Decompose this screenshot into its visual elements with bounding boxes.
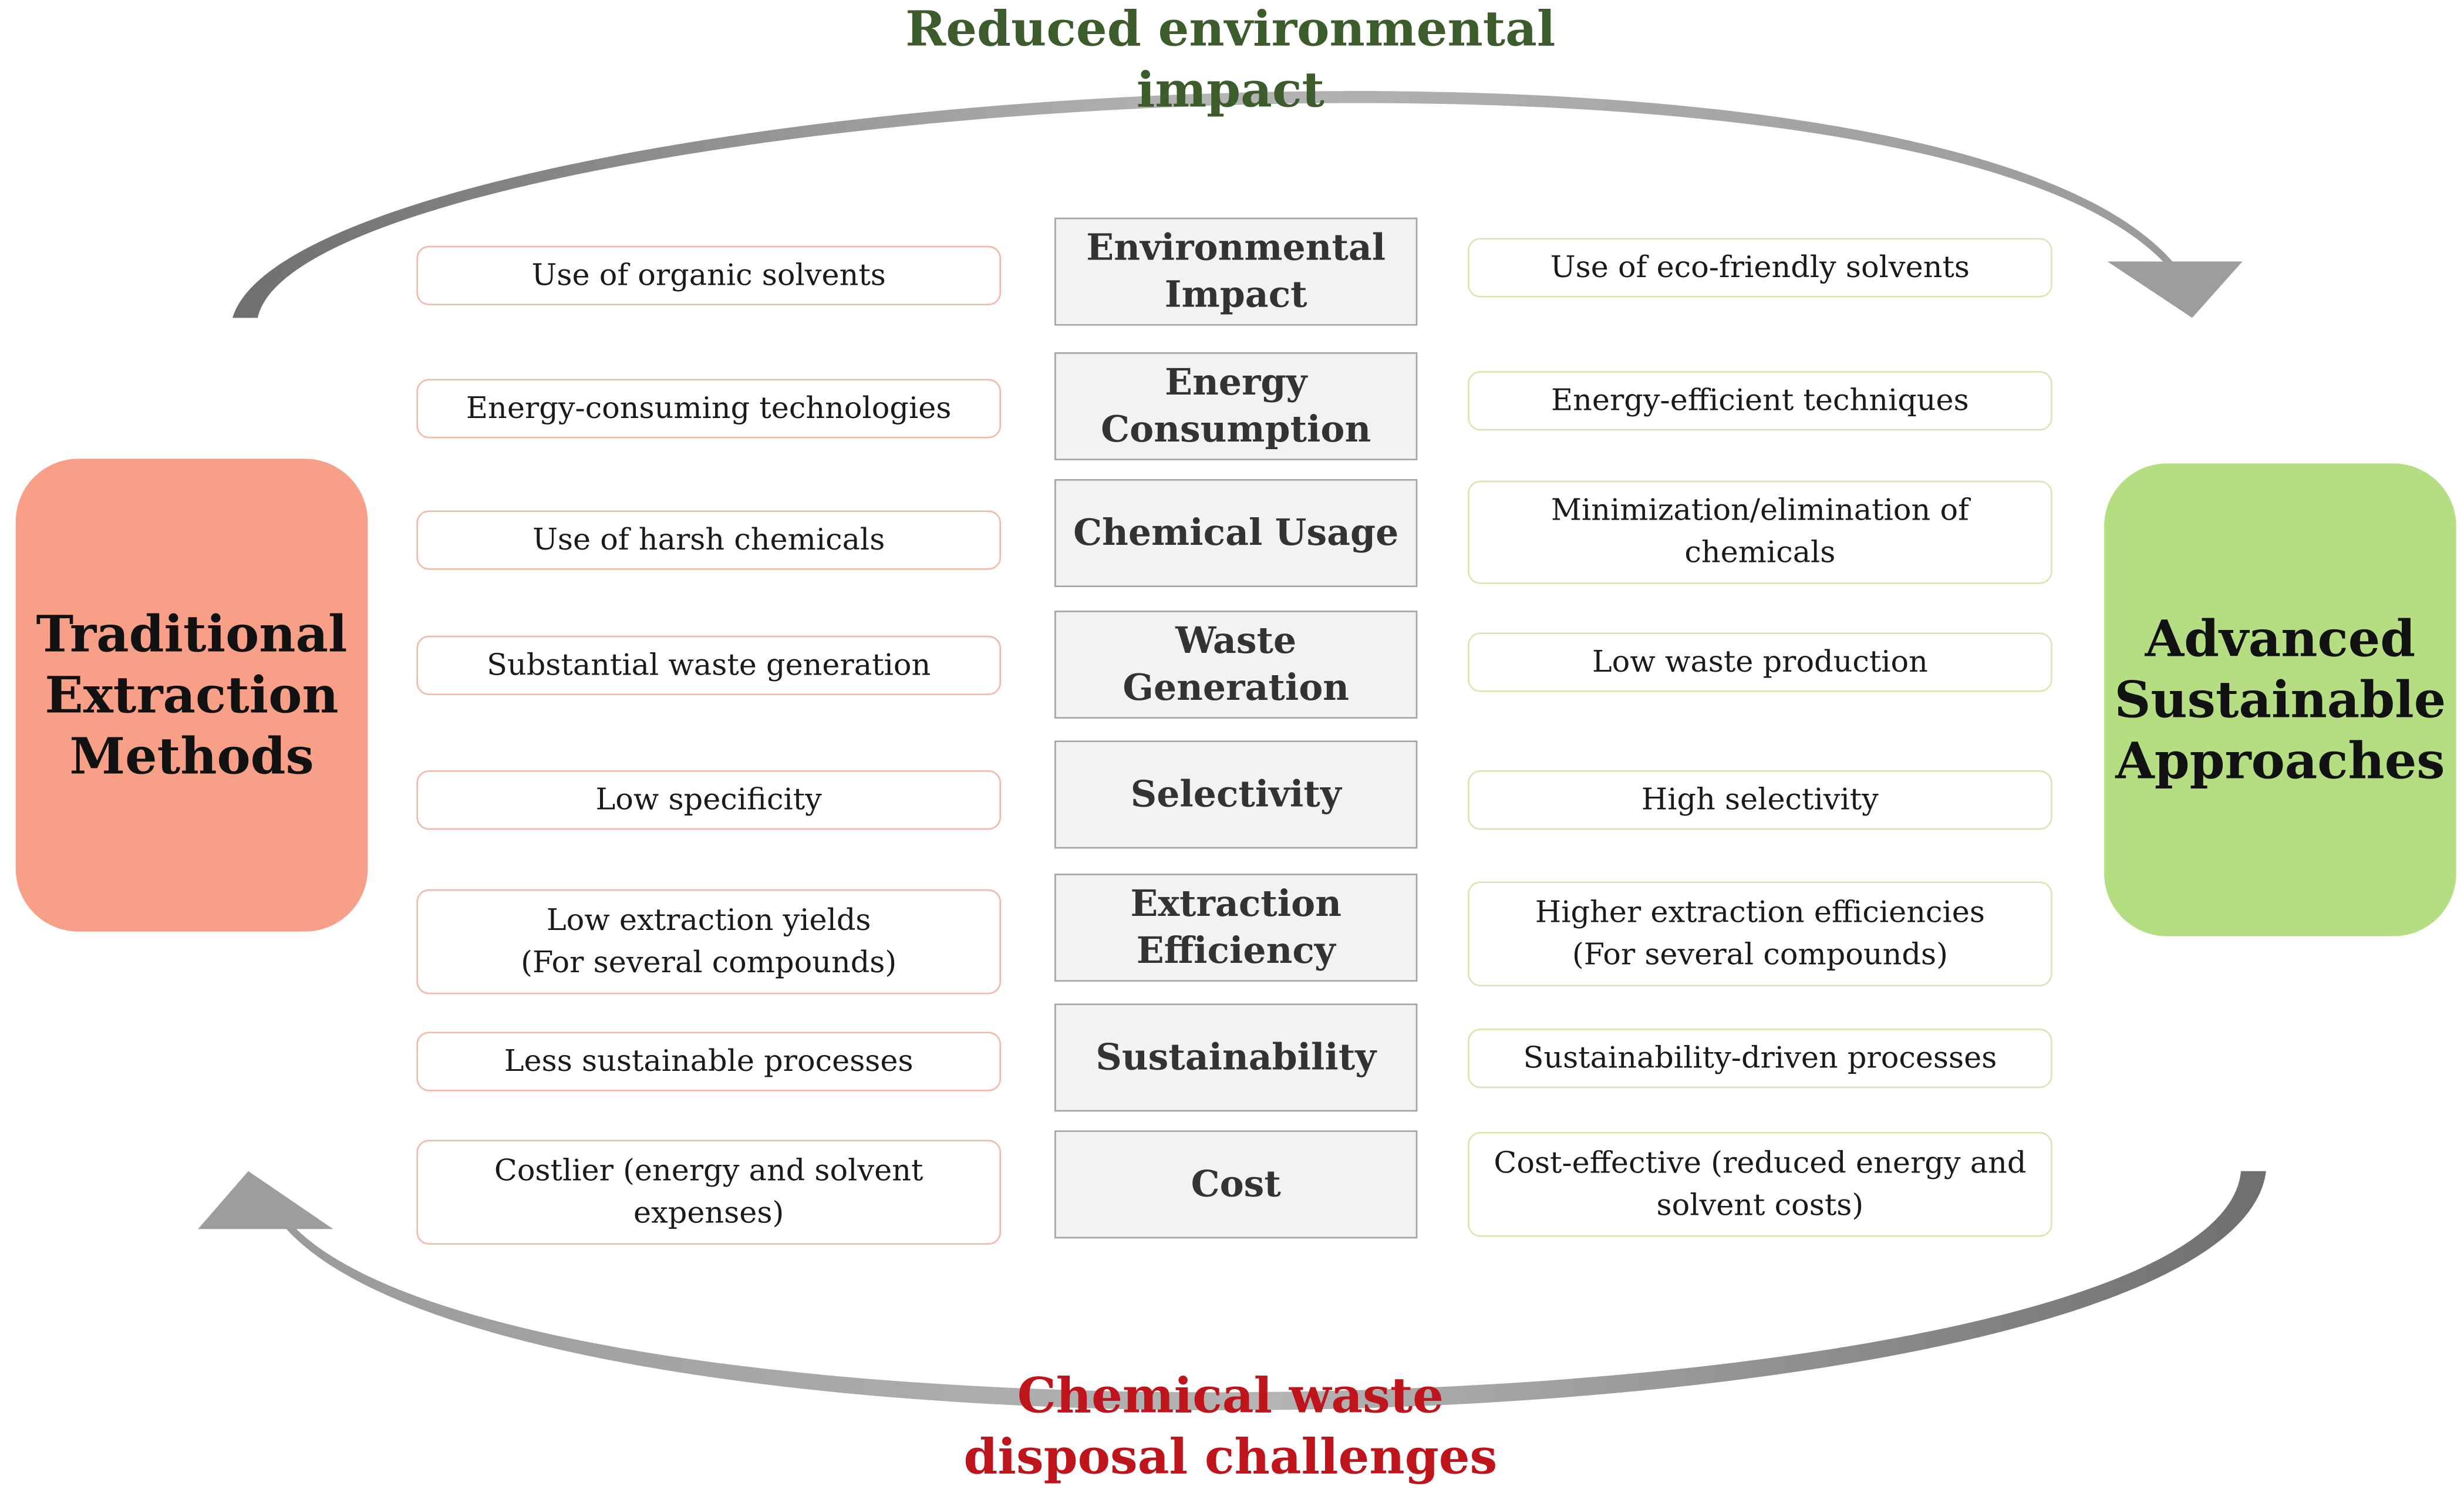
advanced-item: Cost-effective (reduced energy and solve…	[1468, 1132, 2052, 1237]
criterion-box: Waste Generation	[1054, 611, 1418, 719]
bottom-arrow-head	[198, 1171, 333, 1229]
criterion-box: Environmental Impact	[1054, 217, 1418, 326]
top-arrow-head	[2107, 261, 2243, 318]
criterion-box: Sustainability	[1054, 1003, 1418, 1112]
traditional-item: Low specificity	[416, 770, 1002, 830]
advanced-item: Use of eco-friendly solvents	[1468, 238, 2052, 298]
criterion-box: Chemical Usage	[1054, 479, 1418, 588]
traditional-methods-box: Traditional Extraction Methods	[15, 459, 368, 932]
traditional-item: Low extraction yields (For several compo…	[416, 889, 1002, 995]
criterion-box: Energy Consumption	[1054, 352, 1418, 461]
advanced-item: Minimization/elimination of chemicals	[1468, 480, 2052, 584]
advanced-item: High selectivity	[1468, 770, 2052, 830]
traditional-item: Less sustainable processes	[416, 1032, 1002, 1091]
reduced-impact-caption: Reduced environmental impact	[905, 1, 1556, 119]
traditional-item: Substantial waste generation	[416, 635, 1002, 696]
traditional-item: Energy-consuming technologies	[416, 379, 1002, 439]
advanced-approaches-box: Advanced Sustainable Approaches	[2104, 463, 2456, 936]
criterion-box: Selectivity	[1054, 740, 1418, 849]
advanced-item: Higher extraction efficiencies (For seve…	[1468, 881, 2052, 987]
traditional-item: Use of harsh chemicals	[416, 510, 1002, 570]
top-curved-arrow-body	[232, 91, 2177, 318]
waste-disposal-caption: Chemical waste disposal challenges	[963, 1368, 1498, 1486]
traditional-item: Use of organic solvents	[416, 245, 1002, 306]
criterion-box: Extraction Efficiency	[1054, 874, 1418, 982]
traditional-item: Costlier (energy and solvent expenses)	[416, 1140, 1002, 1245]
advanced-item: Sustainability-driven processes	[1468, 1029, 2052, 1089]
advanced-item: Low waste production	[1468, 632, 2052, 692]
criterion-box: Cost	[1054, 1130, 1418, 1239]
advanced-item: Energy-efficient techniques	[1468, 371, 2052, 431]
